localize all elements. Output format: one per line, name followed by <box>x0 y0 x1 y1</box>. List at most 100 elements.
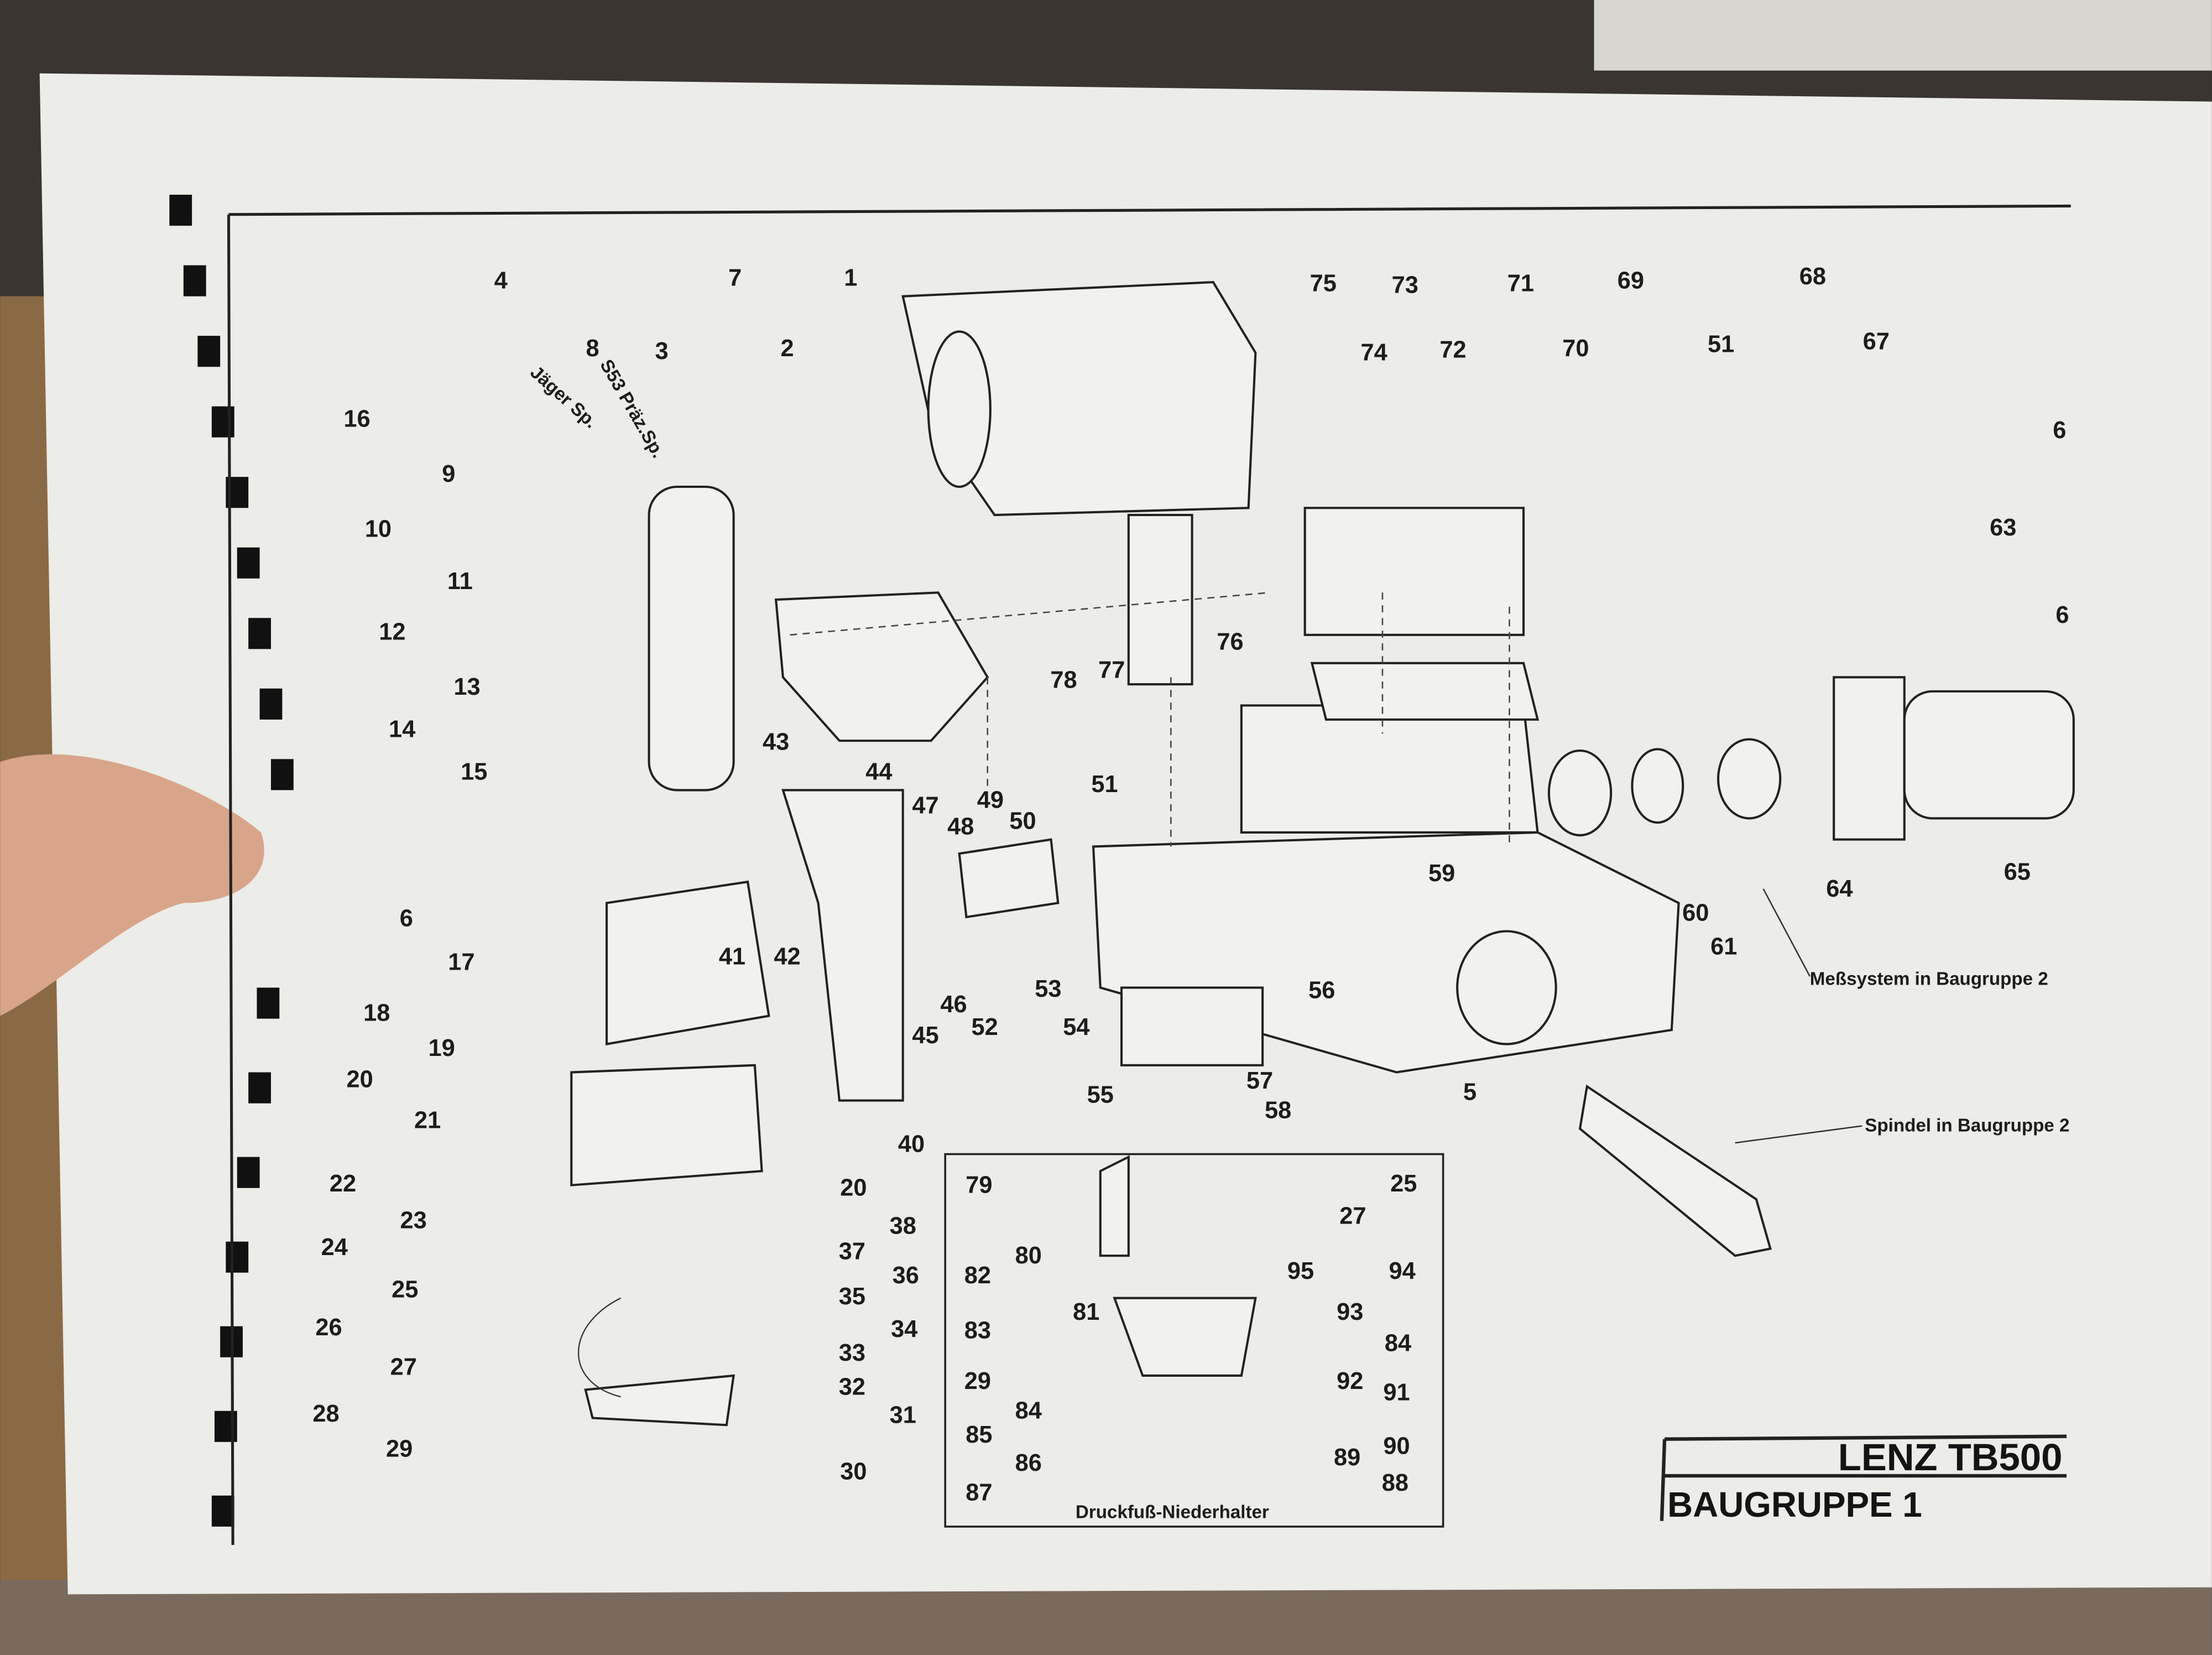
part-number-label: 51 <box>1708 331 1734 357</box>
part-number-label: 60 <box>1682 899 1709 926</box>
part-number-label: 36 <box>893 1262 919 1289</box>
part-number-label: 80 <box>1015 1242 1042 1269</box>
note-spindel: Spindel in Baugruppe 2 <box>1865 1116 2069 1136</box>
part-number-label: 53 <box>1035 976 1061 1002</box>
part-number-label: 75 <box>1310 270 1337 297</box>
part-number-label: 95 <box>1287 1258 1314 1284</box>
part-number-label: 79 <box>966 1172 992 1199</box>
part-number-label: 24 <box>321 1234 348 1261</box>
part-number-label: 3 <box>655 338 668 365</box>
part-number-label: 34 <box>891 1316 917 1342</box>
part-number-label: 31 <box>890 1402 916 1428</box>
part-number-label: 37 <box>839 1238 865 1264</box>
part-number-label: 7 <box>728 264 742 291</box>
part-number-label: 86 <box>1015 1450 1042 1476</box>
part-number-label: 11 <box>447 568 473 595</box>
part-number-label: 20 <box>347 1066 373 1092</box>
part-number-label: 29 <box>964 1368 991 1394</box>
part-number-label: 52 <box>972 1014 998 1040</box>
title-block: LENZ TB500 BAUGRUPPE 1 <box>1660 1434 2067 1524</box>
part-number-label: 25 <box>392 1276 418 1303</box>
part-number-label: 6 <box>400 905 413 932</box>
part-number-label: 29 <box>386 1436 413 1463</box>
part-number-label: 30 <box>840 1458 867 1485</box>
part-number-label: 65 <box>2004 858 2031 885</box>
part-number-label: 41 <box>719 943 745 970</box>
part-number-label: 40 <box>898 1131 925 1158</box>
part-number-label: 83 <box>964 1317 991 1344</box>
part-number-label: 47 <box>912 792 938 819</box>
part-number-label: 22 <box>330 1170 356 1197</box>
part-number-label: 67 <box>1863 328 1890 355</box>
part-number-label: 57 <box>1246 1068 1273 1094</box>
part-number-label: 12 <box>379 619 405 646</box>
part-number-label: 90 <box>1383 1433 1410 1459</box>
title-group: BAUGRUPPE 1 <box>1667 1485 1922 1524</box>
part-number-label: 27 <box>390 1354 417 1381</box>
part-number-label: 63 <box>1990 514 2016 541</box>
part-number-label: 46 <box>940 991 967 1018</box>
hand-thumb <box>0 754 264 1016</box>
part-number-label: 73 <box>1392 272 1418 298</box>
part-number-label: 54 <box>1063 1014 1089 1040</box>
part-number-label: 72 <box>1439 337 1466 363</box>
part-number-label: 93 <box>1337 1299 1363 1325</box>
part-number-label: 10 <box>365 516 392 543</box>
part-number-label: 58 <box>1265 1097 1291 1123</box>
part-number-label: 2 <box>780 335 794 362</box>
part-number-label: 68 <box>1799 263 1826 290</box>
part-number-label: 26 <box>315 1314 342 1341</box>
part-number-label: 91 <box>1383 1380 1410 1406</box>
part-number-label: 56 <box>1308 977 1335 1004</box>
part-number-label: 78 <box>1050 667 1077 693</box>
part-number-label: 43 <box>763 729 789 756</box>
part-number-label: 74 <box>1361 340 1387 366</box>
part-number-label: 59 <box>1428 860 1455 887</box>
radiator <box>1594 0 2212 71</box>
part-number-label: 61 <box>1710 934 1737 960</box>
part-number-label: 18 <box>363 1000 390 1026</box>
part-number-label: 45 <box>912 1022 938 1049</box>
part-number-label: 5 <box>1463 1079 1477 1105</box>
part-number-label: 50 <box>1009 808 1036 835</box>
part-number-label: 82 <box>964 1262 991 1289</box>
title-model: LENZ TB500 <box>1838 1436 2063 1479</box>
paper-sheet <box>39 73 2212 1595</box>
part-number-label: 49 <box>977 787 1004 813</box>
part-number-label: 51 <box>1091 771 1118 798</box>
part-number-label: 14 <box>389 716 415 743</box>
note-messsystem: Meßsystem in Baugruppe 2 <box>1810 969 2048 989</box>
inset-box-druckfuss <box>944 1153 1444 1528</box>
part-number-label: 9 <box>442 461 455 487</box>
part-number-label: 15 <box>461 758 487 785</box>
part-number-label: 19 <box>428 1035 455 1061</box>
part-number-label: 4 <box>494 268 508 294</box>
part-number-label: 55 <box>1087 1081 1114 1108</box>
part-number-label: 33 <box>839 1340 865 1366</box>
part-number-label: 84 <box>1015 1398 1042 1424</box>
part-number-label: 70 <box>1562 335 1589 362</box>
part-number-label: 44 <box>865 758 892 785</box>
part-number-label: 6 <box>2056 602 2069 628</box>
part-number-label: 77 <box>1098 657 1125 684</box>
part-number-label: 71 <box>1507 270 1534 297</box>
part-number-label: 17 <box>448 949 474 976</box>
part-number-label: 8 <box>586 335 599 362</box>
part-number-label: 27 <box>1339 1203 1366 1230</box>
part-number-label: 81 <box>1073 1299 1099 1325</box>
part-number-label: 76 <box>1217 629 1243 655</box>
inset-caption: Druckfuß-Niederhalter <box>1076 1502 1269 1523</box>
part-number-label: 42 <box>774 943 800 970</box>
part-number-label: 21 <box>414 1107 441 1133</box>
part-number-label: 32 <box>839 1373 865 1400</box>
part-number-label: 1 <box>844 264 857 291</box>
part-number-label: 6 <box>2053 417 2066 444</box>
part-number-label: 84 <box>1385 1330 1411 1356</box>
part-number-label: 38 <box>890 1213 916 1240</box>
part-number-label: 23 <box>400 1207 426 1234</box>
part-number-label: 28 <box>312 1401 339 1427</box>
part-number-label: 64 <box>1826 876 1853 902</box>
